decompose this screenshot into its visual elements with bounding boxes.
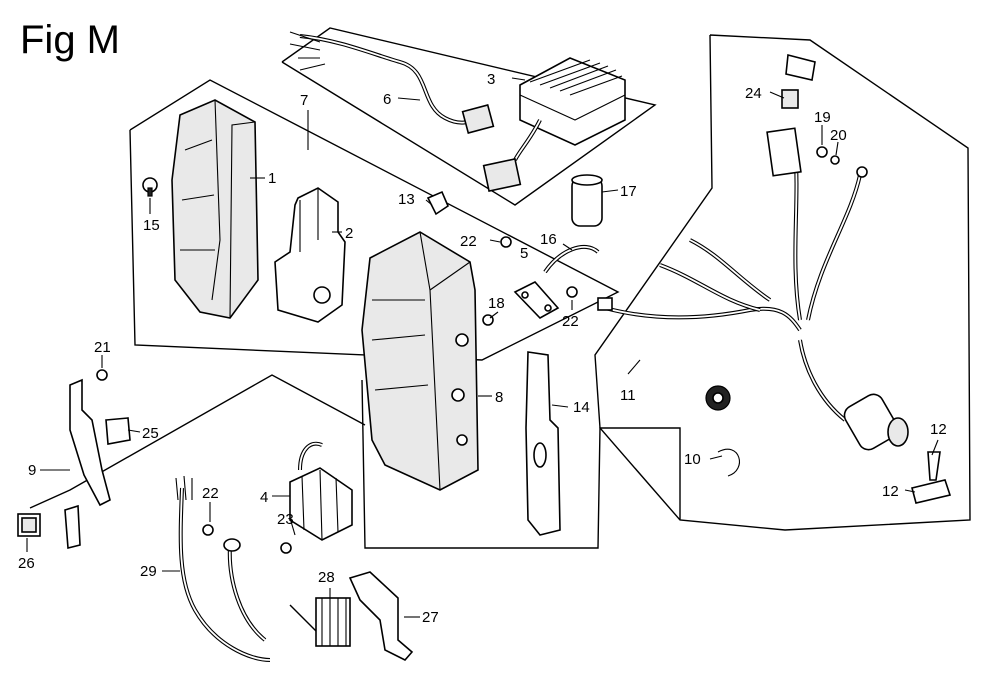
callout-25: 25 [142,425,159,442]
cover-part [171,99,259,319]
washer-20 [830,155,840,165]
leader-lines [26,77,939,618]
nut-19 [816,146,828,158]
callout-24: 24 [745,85,762,102]
callout-27: 27 [422,609,439,626]
callout-12-lower: 12 [882,483,899,500]
terminal-12-upper [927,451,941,481]
main-harness-11 [597,127,868,422]
regulator-part [482,57,626,192]
control-box-part [361,231,479,491]
callout-14: 14 [573,399,590,416]
switch-26 [17,513,41,537]
terminal-12-lower [911,479,952,504]
wire-16 [543,244,600,274]
clip-13 [426,190,449,216]
screw-22-lower [202,524,214,536]
callout-18: 18 [488,295,505,312]
callout-22-lower: 22 [202,485,219,502]
diode-4 [289,441,353,541]
diode-28 [315,597,351,647]
callout-19: 19 [814,109,831,126]
outline-group-harness [594,34,971,531]
callout-26: 26 [18,555,35,572]
callout-15: 15 [143,217,160,234]
callout-6: 6 [383,91,391,108]
bracket-9 [64,378,111,550]
clamp-10 [717,448,740,477]
figure-title: Fig M [20,18,120,62]
bracket-27 [348,571,414,661]
callout-1: 1 [268,170,276,187]
callout-13: 13 [398,191,415,208]
screw-22-upper [500,236,512,248]
capacitor-17 [571,174,603,227]
outline-group-panel [361,379,681,549]
callout-16: 16 [540,231,557,248]
callout-28: 28 [318,569,335,586]
callout-22-upper: 22 [460,233,477,250]
outline-group-bracket [29,374,366,509]
callout-11: 11 [620,387,636,404]
callout-12-upper: 12 [930,421,947,438]
callout-2: 2 [345,225,353,242]
callout-4: 4 [260,489,268,506]
callout-7: 7 [300,92,308,109]
plate-5 [513,281,560,319]
screw-22-right [566,286,578,298]
grommet-part [705,385,731,411]
wire-29 [175,475,271,662]
callout-17: 17 [620,183,637,200]
callout-8: 8 [495,389,503,406]
screw-23 [280,542,292,554]
callout-5: 5 [520,245,528,262]
fuse-cover-24 [781,53,816,109]
outline-group-control-box [129,79,620,361]
clip-25 [105,417,131,445]
harness-6 [289,31,495,134]
plate-14 [525,351,561,536]
solenoid-part [843,393,909,451]
screw-21 [96,369,108,381]
callout-29: 29 [140,563,157,580]
callout-10: 10 [684,451,701,468]
callout-20: 20 [830,127,847,144]
callout-3: 3 [487,71,495,88]
callout-21: 21 [94,339,111,356]
bracket-part [274,187,346,323]
screw-15 [142,177,158,197]
callout-23: 23 [277,511,294,528]
callout-9: 9 [28,462,36,479]
callout-22-right: 22 [562,313,579,330]
